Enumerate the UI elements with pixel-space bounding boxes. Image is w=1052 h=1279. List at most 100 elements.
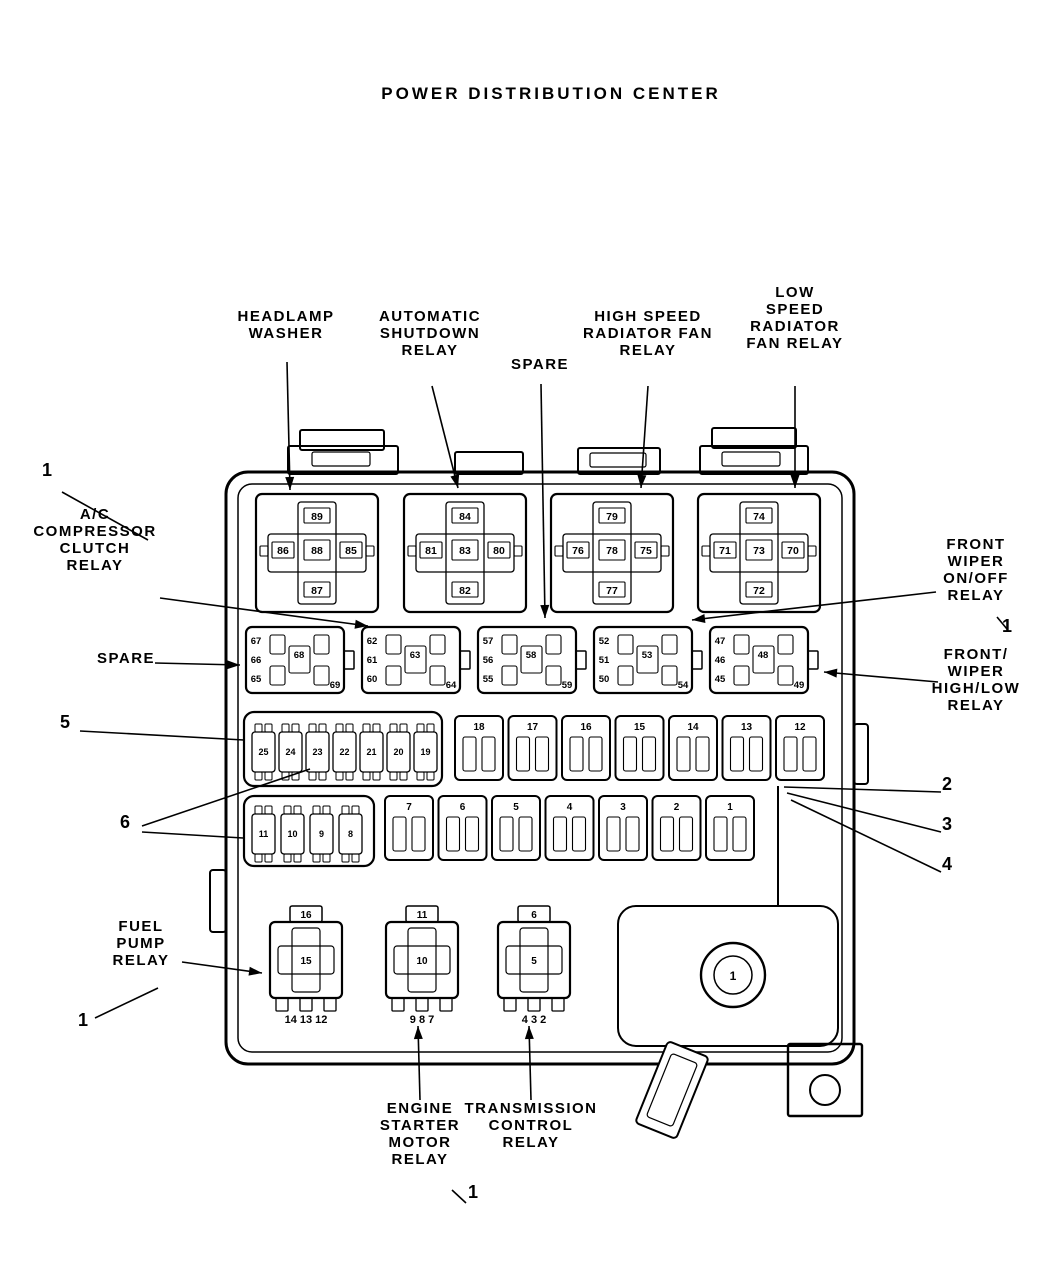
diagram-shape xyxy=(487,541,511,559)
label-line: SPARE xyxy=(510,356,570,373)
diagram-shape xyxy=(534,736,550,772)
diagram-shape xyxy=(552,816,568,852)
mini-fuse xyxy=(280,813,305,855)
diagram-shape xyxy=(264,723,273,733)
mini-fuse xyxy=(305,731,330,773)
label-line: ON/OFF xyxy=(943,570,1009,587)
cavity-number: 61 xyxy=(367,655,378,666)
label-line: RELAY xyxy=(947,587,1005,604)
diagram-shape xyxy=(362,771,371,781)
fuse-number: 19 xyxy=(420,747,430,757)
cavity-number: 72 xyxy=(753,585,765,597)
leader-item3 xyxy=(786,792,942,833)
label-line: WIPER xyxy=(947,553,1005,570)
label-line: RADIATOR FAN xyxy=(583,325,713,342)
callout-1-right: 1 xyxy=(1002,616,1013,636)
mini-fuse xyxy=(338,813,363,855)
diagram-shape xyxy=(365,545,375,557)
leader-item6-a xyxy=(141,768,311,827)
diagram-shape xyxy=(264,771,273,781)
diagram-shape xyxy=(661,665,678,686)
cavity-number: 81 xyxy=(425,545,437,557)
diagram-shape xyxy=(385,634,402,655)
fuse-number: 22 xyxy=(339,747,349,757)
label-front-wiper-highlow-relay: FRONT/ WIPER HIGH/LOW RELAY xyxy=(932,646,1021,714)
fuse-number: 10 xyxy=(287,829,297,839)
mini-fuse xyxy=(278,731,303,773)
label-fuel-pump-relay: FUEL PUMP RELAY xyxy=(113,918,170,969)
bracket-block xyxy=(786,1042,864,1118)
diagram-shape xyxy=(335,723,344,733)
fuse-number: 24 xyxy=(285,747,295,757)
diagram-shape xyxy=(598,581,626,598)
relay-pin xyxy=(391,997,405,1012)
label-front-wiper-onoff-relay: FRONT WIPER ON/OFF RELAY xyxy=(943,536,1009,604)
cartridge-fuse xyxy=(614,715,665,781)
cavity-number: 80 xyxy=(493,545,505,557)
cartridge-fuse xyxy=(561,715,611,781)
diagram-shape xyxy=(264,853,273,863)
mount-hole-inner xyxy=(713,955,753,995)
cavity-number: 16 xyxy=(300,910,312,921)
top-connector-tab xyxy=(699,445,809,475)
cavity-number: 56 xyxy=(483,655,494,666)
bottom-connector xyxy=(635,1041,709,1139)
mid-relay-side-tab xyxy=(691,650,703,670)
top-relay-block xyxy=(549,492,675,614)
diagram-shape xyxy=(385,665,402,686)
cavity-number: 53 xyxy=(642,650,653,661)
diagram-shape xyxy=(341,853,350,863)
top-connector-tab-inner xyxy=(589,452,647,468)
top-relay-block xyxy=(254,492,380,614)
callout-2: 2 xyxy=(942,774,953,794)
cavity-number: 67 xyxy=(251,636,262,647)
callout-4: 4 xyxy=(942,854,953,874)
diagram-shape xyxy=(254,771,263,781)
leader-item1-fuel xyxy=(94,987,159,1019)
label-line: MOTOR xyxy=(388,1134,452,1151)
relay-cross-vertical xyxy=(407,927,437,993)
cavity-number: 47 xyxy=(715,636,726,647)
leader-item1-bottom xyxy=(451,1189,467,1204)
diagram-shape xyxy=(291,723,300,733)
cavity-number: 15 xyxy=(300,956,312,967)
top-connector-tab xyxy=(299,429,385,451)
mini-fuse xyxy=(386,731,411,773)
label-ac-compressor-clutch-relay: A/C COMPRESSOR CLUTCH RELAY xyxy=(33,506,156,574)
top-connector-tab xyxy=(287,445,399,475)
diagram-shape xyxy=(372,723,381,733)
diagram-shape xyxy=(636,645,659,674)
compartment-outline xyxy=(617,905,839,1047)
diagram-shape xyxy=(713,816,728,852)
diagram-shape xyxy=(569,736,584,772)
diagram-shape xyxy=(399,723,408,733)
cavity-number: 48 xyxy=(758,650,769,661)
leader-ac-compressor xyxy=(159,597,369,627)
cavity-number: 71 xyxy=(719,545,731,557)
diagram-shape xyxy=(281,723,290,733)
cavity-number: 58 xyxy=(526,650,537,661)
diagram-shape xyxy=(389,771,398,781)
cavity-number: 83 xyxy=(459,545,471,557)
leader-low-speed-fan-arrowhead-icon xyxy=(790,475,800,488)
relay-cross-vertical xyxy=(519,927,549,993)
cavity-number: 66 xyxy=(251,655,262,666)
diagram-shape xyxy=(303,581,331,598)
diagram-shape xyxy=(322,805,331,815)
pin-numbers: 4 3 2 xyxy=(522,1014,546,1026)
diagram-shape xyxy=(288,645,311,674)
relay-cross-vertical xyxy=(445,501,485,605)
cavity-number: 50 xyxy=(599,674,610,685)
callout-3: 3 xyxy=(942,814,953,834)
fuse-number: 17 xyxy=(527,722,539,733)
pin-numbers: 9 8 7 xyxy=(410,1014,434,1026)
cavity-number: 70 xyxy=(787,545,799,557)
diagram-shape xyxy=(745,539,773,561)
cavity-number: 85 xyxy=(345,545,357,557)
label-line: ENGINE xyxy=(386,1100,454,1117)
label-engine-starter-motor-relay: ENGINE STARTER MOTOR RELAY xyxy=(380,1100,460,1168)
leader-fuel-pump-arrowhead-icon xyxy=(248,966,262,976)
diagram-shape xyxy=(269,634,286,655)
